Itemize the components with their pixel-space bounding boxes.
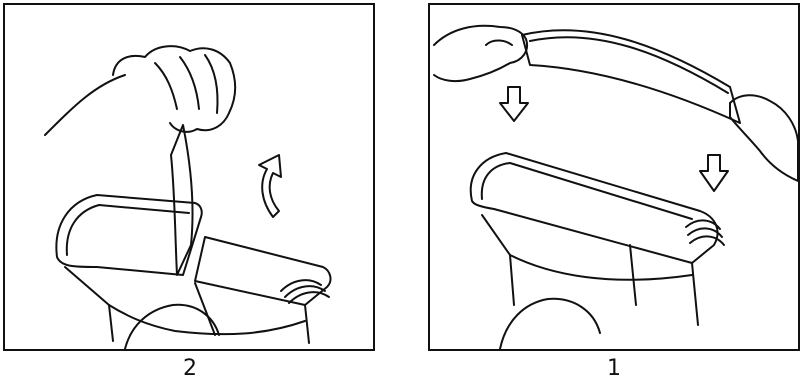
handle-outline: [510, 255, 692, 280]
step-1-illustration: [430, 5, 798, 349]
down-arrow-right-icon: [700, 155, 728, 191]
roller-tube-inner: [67, 205, 189, 255]
roller-base: [482, 215, 698, 325]
handle-outline: [109, 305, 305, 334]
curved-arrow-icon: [259, 155, 281, 217]
film-layers: [686, 220, 724, 245]
film-sheet-inner: [530, 37, 728, 93]
roller-tube-inner: [482, 163, 692, 219]
step-2-label: 2: [170, 356, 210, 381]
arm-outline: [45, 75, 125, 135]
step-1-label: 1: [594, 356, 634, 381]
finger-lines: [155, 55, 218, 113]
step-2-panel: [3, 3, 375, 351]
roller-tube: [471, 153, 718, 263]
left-thumb: [486, 41, 512, 46]
film-sheet: [522, 30, 740, 123]
step-1-panel: [428, 3, 800, 351]
down-arrow-left-icon: [500, 87, 528, 121]
roller-body: [195, 237, 330, 305]
step-2-illustration: [5, 5, 373, 349]
thumb-outline: [500, 299, 600, 349]
right-hand-outline: [730, 95, 798, 181]
left-hand-outline: [434, 26, 527, 81]
